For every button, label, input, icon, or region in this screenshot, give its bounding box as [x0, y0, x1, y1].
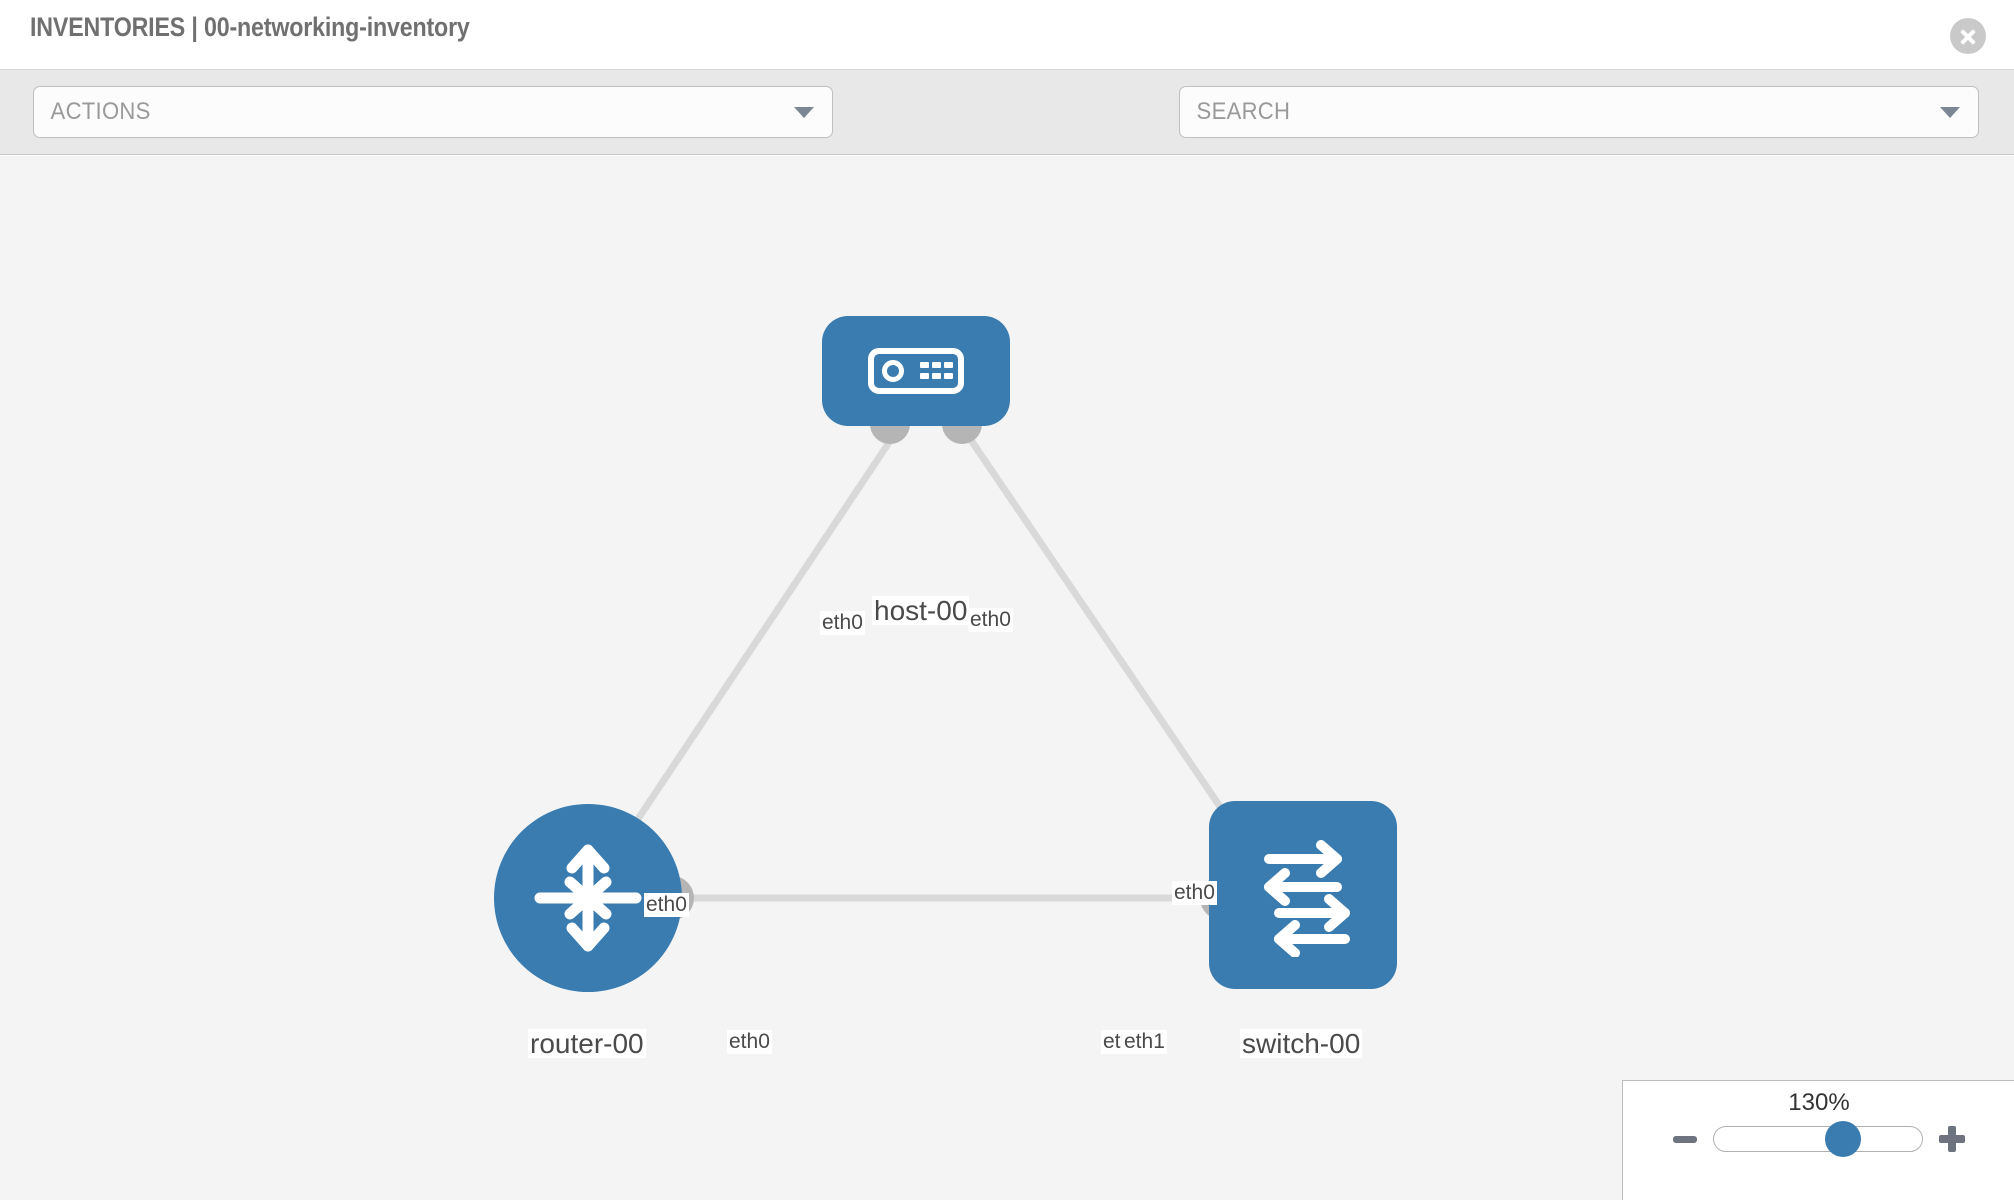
toolbar: ACTIONS SEARCH — [0, 70, 2014, 196]
actions-dropdown-label: ACTIONS — [50, 98, 151, 125]
iface-label-host-left: eth0 — [820, 611, 865, 636]
close-icon[interactable] — [1950, 18, 1986, 54]
node-host-00[interactable] — [822, 316, 1010, 426]
node-label-router-00: router-00 — [528, 1028, 646, 1059]
node-label-host-00: host-00 — [872, 595, 970, 626]
iface-label-router-right: eth0 — [727, 1030, 772, 1055]
switch-arrows-icon — [1264, 840, 1350, 957]
zoom-out-icon[interactable] — [1673, 1135, 1697, 1143]
zoom-control-panel: 130% — [1622, 1080, 2014, 1200]
zoom-slider-track[interactable] — [1713, 1121, 1923, 1157]
zoom-slider-row — [1623, 1121, 2014, 1157]
iface-label-router-up: eth0 — [644, 893, 689, 918]
zoom-in-icon[interactable] — [1939, 1126, 1965, 1152]
link-host-switch — [957, 422, 1243, 838]
chevron-down-icon — [1940, 106, 1960, 118]
link-lines — [617, 422, 1243, 902]
iface-label-host-right: eth0 — [968, 608, 1013, 633]
zoom-level-value: 130% — [1788, 1089, 1850, 1116]
node-switch-00[interactable] — [1209, 801, 1397, 989]
iface-label-switch-left: eth1 — [1122, 1030, 1167, 1055]
server-icon — [868, 348, 964, 394]
page-title: INVENTORIES | 00-networking-inventory — [30, 12, 470, 42]
actions-dropdown[interactable]: ACTIONS — [33, 86, 833, 138]
zoom-slider-thumb[interactable] — [1824, 1121, 1861, 1157]
search-input[interactable]: SEARCH — [1179, 86, 1979, 138]
node-router-00[interactable] — [494, 804, 682, 992]
page-header: INVENTORIES | 00-networking-inventory — [0, 0, 2014, 70]
search-placeholder: SEARCH — [1196, 98, 1291, 125]
topology-canvas[interactable]: host-00 router-00 switch-00 eth0 eth0 et… — [0, 156, 2014, 1200]
node-label-switch-00: switch-00 — [1240, 1028, 1363, 1059]
topology-graph — [600, 404, 1260, 920]
link-host-router — [617, 424, 903, 848]
iface-label-switch-up: eth0 — [1172, 881, 1217, 906]
chevron-down-icon — [794, 106, 814, 118]
router-arrows-icon — [534, 844, 642, 952]
link-connectors — [600, 404, 1260, 920]
